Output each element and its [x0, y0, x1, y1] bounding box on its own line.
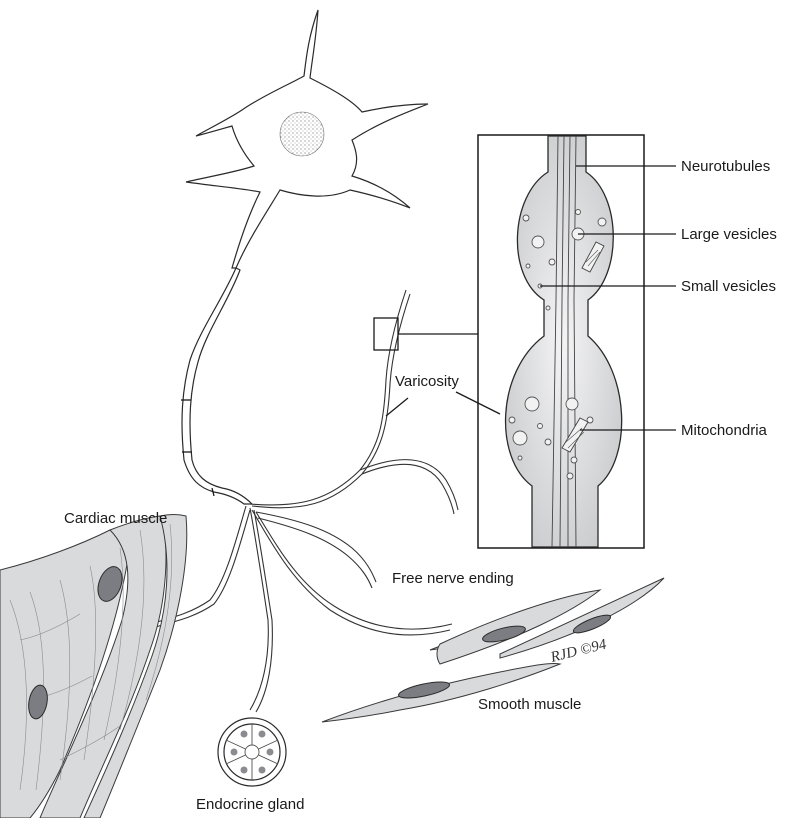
smooth-nucleus-3: [398, 681, 450, 699]
label-cardiac-muscle: Cardiac muscle: [64, 510, 167, 527]
smooth-nucleus-2: [572, 614, 612, 634]
label-smooth-muscle: Smooth muscle: [478, 696, 581, 713]
cardiac-nucleus-lower: [28, 684, 48, 720]
label-varicosity: Varicosity: [395, 373, 459, 390]
signature: RJD ©94: [548, 636, 608, 666]
smooth-muscle: [321, 577, 665, 723]
label-endocrine-gland: Endocrine gland: [196, 796, 304, 813]
nucleus: [279, 111, 325, 157]
label-neurotubules: Neurotubules: [681, 158, 770, 175]
smooth-nucleus-1: [482, 625, 526, 643]
endocrine-gland: [217, 717, 287, 787]
cardiac-nucleus-upper: [97, 566, 123, 602]
mitochondrion-upper: [581, 241, 605, 273]
label-mitochondria: Mitochondria: [681, 422, 768, 439]
label-large-vesicles: Large vesicles: [681, 226, 777, 243]
neuron-cell-body: [185, 9, 429, 269]
axon: [181, 267, 254, 505]
mitochondrion-lower: [561, 417, 589, 453]
varicosity-inset: [477, 134, 645, 549]
label-free-nerve-ending: Free nerve ending: [392, 570, 514, 587]
cardiac-muscle: [0, 514, 188, 818]
zoom-region-box: [373, 317, 399, 351]
label-small-vesicles: Small vesicles: [681, 278, 776, 295]
